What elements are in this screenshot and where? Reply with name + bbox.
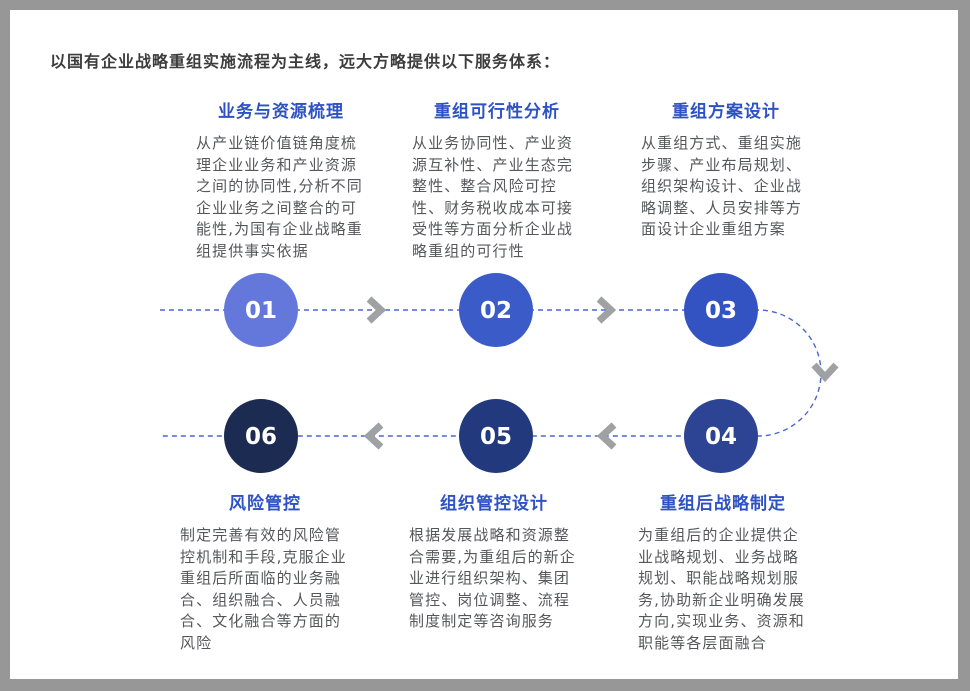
step-circle-06	[224, 399, 298, 473]
step-desc-01: 从产业链价值链角度梳理企业业务和产业资源之间的协同性,分析不同企业业务之间整合的…	[196, 134, 363, 260]
step-circle-01	[224, 273, 298, 347]
step-number-04: 04	[705, 424, 737, 450]
step-title-06: 风险管控	[229, 494, 301, 514]
step-number-06: 06	[245, 424, 277, 450]
step-circle-02	[459, 273, 533, 347]
step-column-03: 重组方案设计 从重组方式、重组实施步骤、产业布局规划、组织架构设计、企业战略调整…	[641, 102, 811, 241]
step-title-02: 重组可行性分析	[434, 102, 560, 122]
step-desc-06: 制定完善有效的风险管控机制和手段,克服企业重组后所面临的业务融合、组织融合、人员…	[180, 526, 347, 652]
step-title-03: 重组方案设计	[672, 102, 780, 122]
step-number-01: 01	[245, 298, 277, 324]
step-circle-05	[459, 399, 533, 473]
arrow-right-icon	[366, 296, 387, 324]
step-circle-03	[684, 273, 758, 347]
step-number-02: 02	[480, 298, 512, 324]
step-circle-04	[684, 399, 758, 473]
arrow-left-icon	[596, 422, 617, 450]
content-card: 以国有企业战略重组实施流程为主线，远大方略提供以下服务体系： 业务与资源梳理 从…	[10, 10, 958, 679]
step-title-04: 重组后战略制定	[660, 494, 786, 514]
step-number-05: 05	[480, 424, 512, 450]
step-desc-03: 从重组方式、重组实施步骤、产业布局规划、组织架构设计、企业战略调整、人员安排等方…	[641, 134, 803, 238]
step-title-01: 业务与资源梳理	[218, 102, 344, 122]
step-desc-04: 为重组后的企业提供企业战略规划、业务战略规划、职能战略规划服务,协助新企业明确发…	[638, 526, 805, 652]
step-column-04: 重组后战略制定 为重组后的企业提供企业战略规划、业务战略规划、职能战略规划服务,…	[638, 494, 808, 654]
step-column-06: 风险管控 制定完善有效的风险管控机制和手段,克服企业重组后所面临的业务融合、组织…	[180, 494, 350, 654]
step-number-03: 03	[705, 298, 737, 324]
page-title: 以国有企业战略重组实施流程为主线，远大方略提供以下服务体系：	[50, 52, 561, 71]
step-column-01: 业务与资源梳理 从产业链价值链角度梳理企业业务和产业资源之间的协同性,分析不同企…	[196, 102, 366, 262]
arrow-left-icon	[363, 422, 384, 450]
step-column-05: 组织管控设计 根据发展战略和资源整合需要,为重组后的新企业进行组织架构、集团管控…	[409, 494, 579, 633]
step-column-02: 重组可行性分析 从业务协同性、产业资源互补性、产业生态完整性、整合风险可控性、财…	[412, 102, 582, 262]
arrow-down-icon	[811, 362, 839, 383]
step-desc-02: 从业务协同性、产业资源互补性、产业生态完整性、整合风险可控性、财务税收成本可接受…	[412, 134, 574, 260]
step-title-05: 组织管控设计	[440, 494, 548, 514]
arrow-right-icon	[596, 296, 617, 324]
step-desc-05: 根据发展战略和资源整合需要,为重组后的新企业进行组织架构、集团管控、岗位调整、流…	[409, 526, 576, 630]
process-flow-diagram: 01 02 03 04 05 06	[160, 273, 839, 473]
